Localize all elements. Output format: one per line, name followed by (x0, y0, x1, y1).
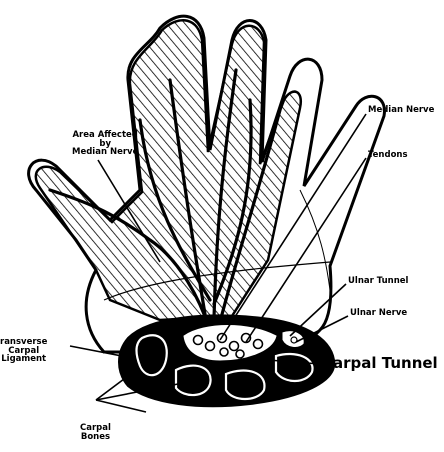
label-median-nerve: Median Nerve (368, 106, 434, 115)
label-transverse-ligament: ransverse Carpal Ligament (0, 338, 47, 364)
label-carpal-tunnel: Carpal Tunnel (322, 356, 438, 371)
label-ulnar-tunnel: Ulnar Tunnel (348, 277, 408, 286)
label-carpal-bones: Carpal Bones (80, 424, 111, 441)
label-ulnar-nerve: Ulnar Nerve (350, 309, 407, 318)
label-tendons: Tendons (368, 151, 408, 160)
label-area-affected: Area Affected by Median Nerve (72, 131, 138, 157)
